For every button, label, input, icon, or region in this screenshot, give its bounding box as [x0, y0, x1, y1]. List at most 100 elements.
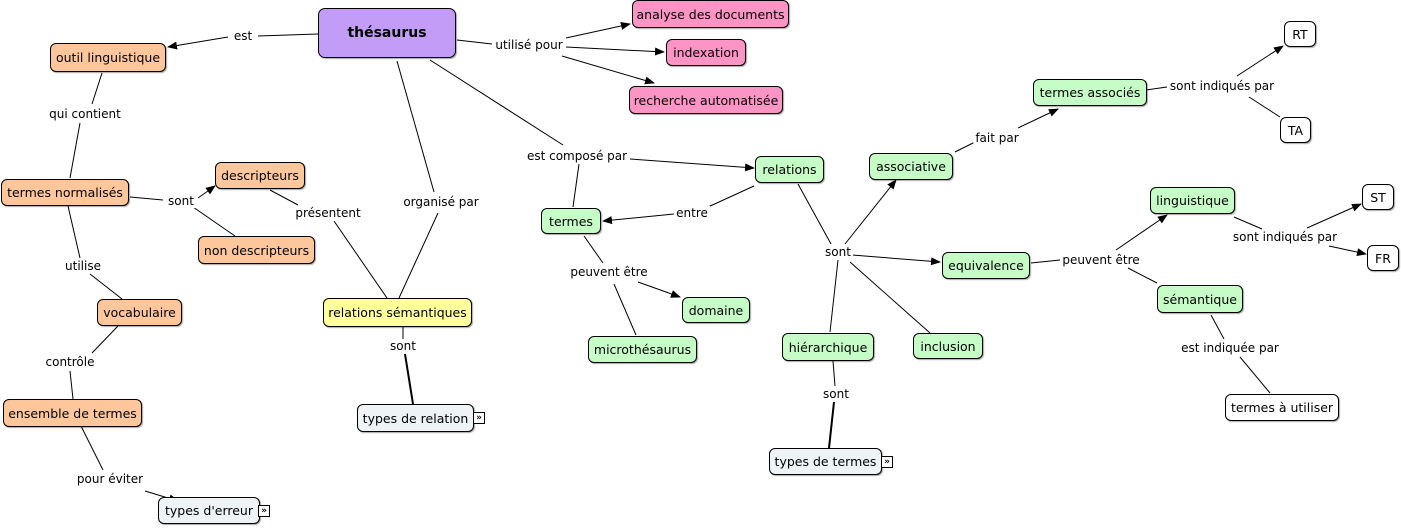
node-termes-associes[interactable]: termes associés	[1033, 79, 1147, 106]
link-label-est-compose-par: est composé par	[524, 149, 630, 163]
line-indiques-rt	[1236, 45, 1284, 77]
node-termes-normalises[interactable]: termes normalisés	[1, 179, 129, 206]
line-ling-indiques	[1233, 216, 1263, 230]
link-label-sont-relations: sont	[823, 245, 853, 259]
link-label-entre: entre	[674, 206, 710, 220]
line-indiques-st	[1306, 203, 1362, 229]
node-ta[interactable]: TA	[1280, 117, 1311, 143]
line-sont-hierarchique	[829, 259, 839, 333]
node-types-erreur[interactable]: types d'erreur	[158, 497, 260, 524]
node-recherche-automatisee[interactable]: recherche automatisée	[629, 86, 783, 114]
link-label-peuvent-etre-eq: peuvent être	[1060, 253, 1142, 267]
expand-types-termes-icon[interactable]: »	[881, 456, 893, 468]
line-utilise-vocab	[89, 273, 123, 300]
node-st[interactable]: ST	[1362, 184, 1394, 210]
link-label-est: est	[231, 29, 255, 43]
node-types-termes[interactable]: types de termes	[769, 448, 882, 475]
link-label-pour-eviter: pour éviter	[74, 472, 146, 486]
link-label-presentent: présentent	[293, 206, 363, 220]
line-desc-presentent	[269, 189, 299, 206]
line-thesaurus-organise	[396, 60, 435, 193]
link-label-sont-rel: sont	[388, 339, 418, 353]
link-label-sont-indiques-par-1: sont indiqués par	[1167, 79, 1277, 93]
node-termes-a-utiliser[interactable]: termes à utiliser	[1225, 394, 1339, 421]
line-sem-indiquee	[1210, 314, 1225, 340]
line-eq-peuvent	[1030, 259, 1061, 264]
link-label-utilise-pour: utilisé pour	[493, 38, 565, 52]
line-peuvent-domaine	[637, 281, 681, 298]
line-sont-typesrel	[404, 353, 414, 405]
node-semantique[interactable]: sémantique	[1157, 285, 1243, 313]
link-label-est-indiquee-par: est indiquée par	[1179, 341, 1281, 355]
line-assoc-faitpar	[954, 141, 976, 153]
line-controle-ensemble	[69, 370, 74, 400]
node-relations-semantiques[interactable]: relations sémantiques	[323, 298, 472, 327]
link-label-sont-hier: sont	[821, 387, 851, 401]
node-thesaurus[interactable]: thésaurus	[318, 8, 456, 58]
line-thesaurus-compose	[429, 59, 564, 146]
node-linguistique[interactable]: linguistique	[1150, 187, 1235, 214]
node-analyse-documents[interactable]: analyse des documents	[632, 0, 789, 28]
line-utilise-recherche	[561, 55, 655, 85]
node-domaine[interactable]: domaine	[682, 297, 750, 323]
node-fr[interactable]: FR	[1367, 245, 1399, 271]
node-hierarchique[interactable]: hiérarchique	[782, 333, 874, 361]
link-label-controle: contrôle	[43, 355, 97, 369]
line-relations-entre	[707, 185, 755, 208]
line-termes-utilise	[67, 205, 81, 259]
line-entre-termes	[602, 213, 675, 225]
line-termes-sont	[129, 196, 164, 201]
line-termes-peuvent	[583, 235, 604, 264]
line-indiques-fr	[1328, 245, 1367, 257]
line-indiques-ta	[1248, 96, 1281, 118]
line-thesaurus-utilise	[456, 39, 493, 45]
line-est-outil	[167, 36, 229, 50]
node-indexation[interactable]: indexation	[666, 39, 746, 66]
node-non-descripteurs[interactable]: non descripteurs	[198, 236, 315, 264]
line-outil-quicontient	[91, 72, 103, 105]
node-inclusion[interactable]: inclusion	[913, 333, 983, 359]
line-vocab-controle	[91, 325, 119, 354]
line-sont-inclusion	[849, 261, 931, 334]
line-sont-nondesc	[192, 206, 236, 237]
expand-types-erreur-icon[interactable]: »	[258, 505, 270, 517]
link-label-organise-par: organisé par	[401, 195, 481, 209]
line-ensemble-pourEviter	[80, 425, 104, 471]
link-label-qui-contient: qui contient	[47, 107, 123, 121]
line-utilise-analyse	[565, 22, 631, 39]
expand-types-relation-icon[interactable]: »	[473, 412, 485, 424]
line-peuvent-ling	[1115, 214, 1168, 251]
link-label-sont-desc: sont	[166, 194, 196, 208]
line-utilise-indexation	[565, 46, 665, 56]
line-quicontient-termes	[69, 122, 81, 179]
line-sont-equivalence	[851, 254, 941, 266]
node-types-relation[interactable]: types de relation	[357, 404, 474, 432]
node-relations[interactable]: relations	[755, 156, 824, 183]
line-peuvent-sem	[1127, 267, 1158, 284]
line-peuvent-micro	[613, 283, 637, 336]
node-associative[interactable]: associative	[869, 153, 953, 180]
node-outil-linguistique[interactable]: outil linguistique	[50, 43, 166, 72]
line-compose-relations	[629, 158, 755, 172]
node-descripteurs[interactable]: descripteurs	[215, 162, 305, 189]
line-sont-associative	[844, 179, 897, 245]
line-presentent-relsem	[333, 220, 388, 299]
line-compose-termes	[572, 163, 580, 208]
node-termes[interactable]: termes	[541, 208, 601, 234]
line-sont-typestermes	[828, 401, 835, 449]
line-hier-sont	[832, 360, 836, 387]
node-equivalence[interactable]: equivalence	[942, 252, 1030, 279]
node-vocabulaire[interactable]: vocabulaire	[97, 299, 182, 326]
line-sont-descripteurs	[197, 185, 216, 199]
link-label-fait-par: fait par	[973, 131, 1021, 145]
node-microthesaurus[interactable]: microthésaurus	[588, 336, 697, 363]
line-relations-sont	[797, 183, 832, 245]
link-label-utilise: utilise	[63, 259, 103, 273]
node-ensemble-termes[interactable]: ensemble de termes	[3, 399, 142, 427]
line-organise-relsem	[398, 212, 439, 299]
line-faitpar-termesassoc	[1017, 108, 1059, 129]
line-assoc-indiques	[1145, 86, 1168, 91]
node-rt[interactable]: RT	[1284, 21, 1316, 47]
link-label-sont-indiques-par-2: sont indiqués par	[1230, 230, 1340, 244]
